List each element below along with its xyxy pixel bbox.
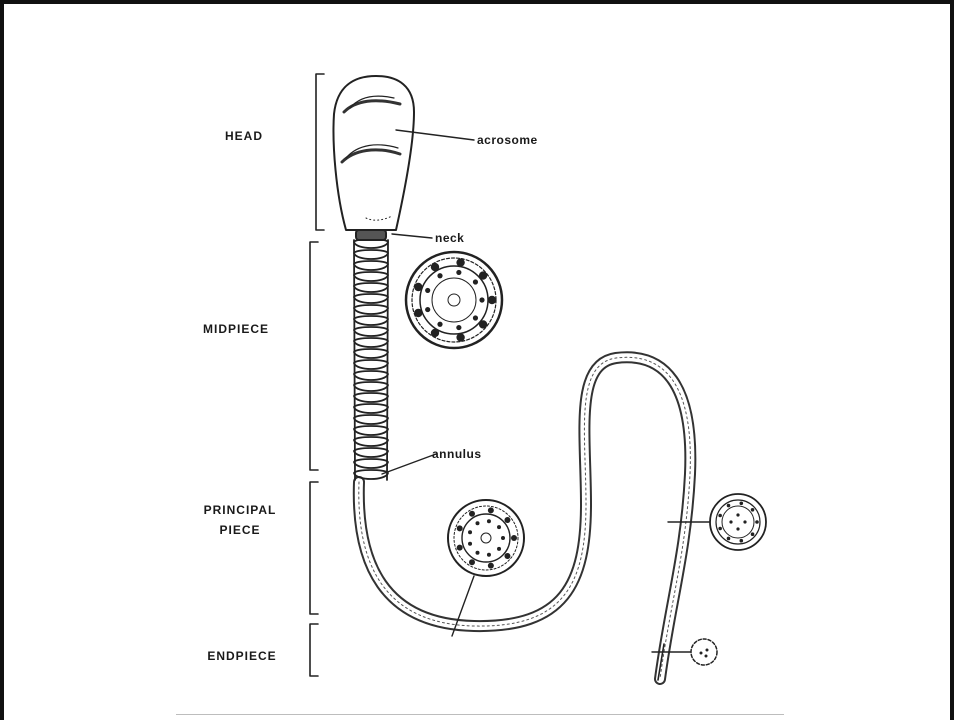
bracket-endpiece — [310, 624, 318, 676]
midpiece-cross-section — [406, 252, 502, 348]
midpiece-coils — [354, 239, 388, 480]
principal-piece-cross-section — [448, 500, 524, 576]
label-neck: neck — [435, 228, 464, 248]
label-principal-line1: PRINCIPAL — [180, 500, 300, 520]
leader-lines — [382, 130, 710, 652]
label-head: HEAD — [184, 126, 304, 146]
distal-cross-section — [710, 494, 766, 550]
bottom-rule — [176, 714, 784, 715]
label-midpiece: MIDPIECE — [176, 319, 296, 339]
label-principal-line2: PIECE — [180, 520, 300, 540]
sperm-diagram — [4, 4, 954, 724]
label-annulus: annulus — [432, 444, 482, 464]
tail — [359, 357, 691, 680]
bracket-midpiece — [310, 242, 318, 470]
label-acrosome: acrosome — [477, 130, 538, 150]
endpiece-cross-section — [691, 639, 717, 665]
label-endpiece: ENDPIECE — [182, 646, 302, 666]
bracket-head — [316, 74, 324, 230]
neck — [356, 230, 386, 240]
bracket-principal-piece — [310, 482, 318, 614]
sperm-head — [334, 76, 415, 230]
